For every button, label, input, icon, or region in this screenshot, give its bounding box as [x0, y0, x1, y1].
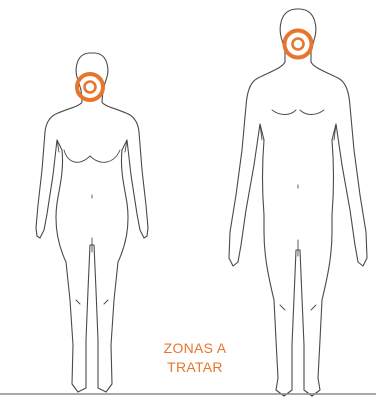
- caption-line-1: ZONAS A: [150, 339, 240, 358]
- female-figure: [36, 53, 148, 392]
- caption-line-2: TRATAR: [150, 358, 240, 377]
- male-figure: [229, 9, 367, 396]
- zones-caption: ZONAS A TRATAR: [150, 339, 240, 377]
